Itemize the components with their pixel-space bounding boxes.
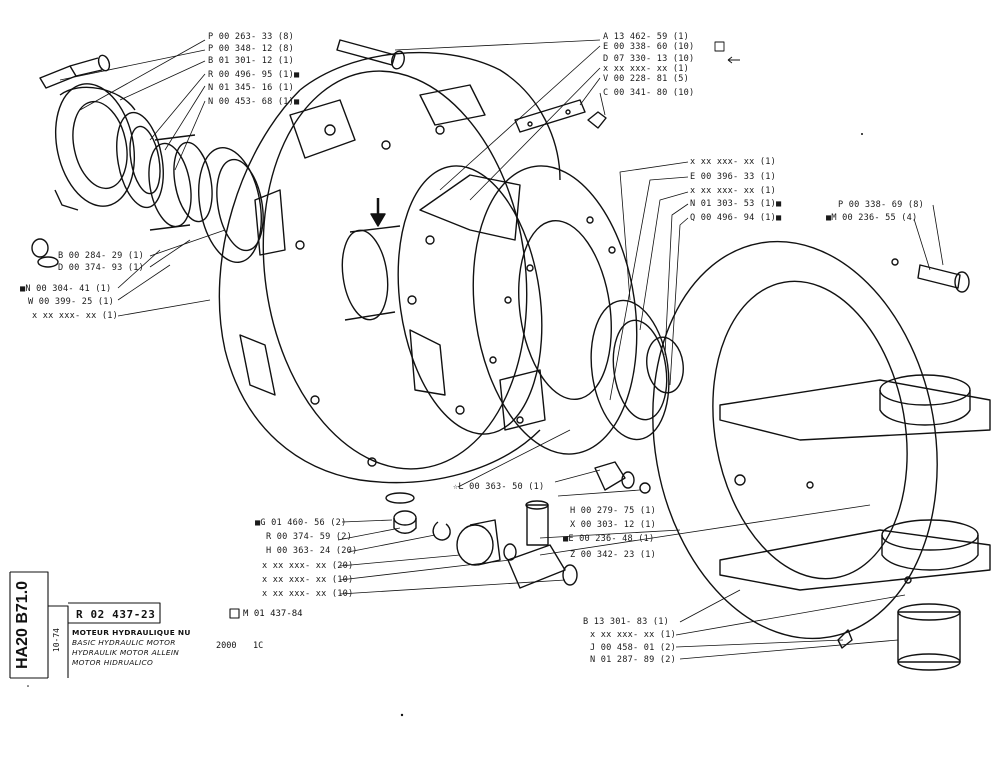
stator-housing bbox=[218, 51, 561, 484]
roller-bearing-left bbox=[198, 146, 264, 264]
title-block-frame bbox=[9, 571, 240, 679]
label-bottom-left-5: x xx xxx- xx (10) bbox=[262, 589, 354, 599]
rotor bbox=[397, 165, 546, 435]
bolt-far-right bbox=[917, 264, 970, 293]
label-top-center-0: A 13 462- 59 (1) bbox=[603, 32, 689, 42]
label-bottom-left-1: R 00 374- 59 (2) bbox=[266, 532, 352, 542]
cylinder-plug bbox=[456, 519, 501, 566]
washer-stack bbox=[385, 492, 417, 534]
label-bottom-right-1: x xx xxx- xx (1) bbox=[590, 630, 676, 640]
label-center-right-1: E 00 396- 33 (1) bbox=[690, 172, 776, 182]
flange-housing bbox=[652, 240, 991, 640]
piston-pin bbox=[525, 500, 549, 546]
seal-ring bbox=[116, 111, 164, 209]
title-fr: MOTEUR HYDRAULIQUE NU bbox=[72, 628, 191, 637]
label-left-mid-3: W 00 399- 25 (1) bbox=[28, 297, 114, 307]
label-left-mid-1: D 00 374- 93 (1) bbox=[58, 263, 144, 273]
bolt-top-left bbox=[39, 54, 111, 89]
label-bottom-right-3: N 01 287- 89 (2) bbox=[590, 655, 676, 665]
distributor-disc bbox=[472, 165, 638, 455]
roller-bearing-right bbox=[590, 299, 684, 441]
title-en: BASIC HYDRAULIC MOTOR bbox=[72, 638, 176, 647]
assembly-arrow bbox=[370, 198, 386, 227]
label-bottom-left-0: ■G 01 460- 56 (2) bbox=[255, 518, 347, 528]
model-variant: 1C bbox=[253, 641, 264, 651]
title-de: HYDRAULIK MOTOR ALLEIN bbox=[72, 648, 180, 657]
label-left-mid-4: x xx xxx- xx (1) bbox=[32, 311, 118, 321]
label-mid-right-low-2: ■E 00 236- 48 (1) bbox=[563, 534, 655, 544]
label-mid-right-low-3: Z 00 342- 23 (1) bbox=[570, 550, 656, 560]
label-mid-right-low-0: H 00 279- 75 (1) bbox=[570, 506, 656, 516]
label-top-left-1: P 00 348- 12 (8) bbox=[208, 44, 294, 54]
indicator-boxes bbox=[714, 41, 740, 64]
label-top-left-5: N 00 453- 68 (1)■ bbox=[208, 97, 300, 107]
label-top-left-0: P 00 263- 33 (8) bbox=[208, 32, 294, 42]
label-top-center-1: E 00 338- 60 (10) bbox=[603, 42, 695, 52]
label-far-right-0: P 00 338- 69 (8) bbox=[838, 200, 924, 210]
key-plate bbox=[514, 99, 607, 133]
label-top-left-4: N 01 345- 16 (1) bbox=[208, 83, 294, 93]
model-number: 2000 bbox=[216, 641, 237, 651]
label-far-right-1: ■M 00 236- 55 (4) bbox=[826, 213, 918, 223]
label-top-center-4: V 00 228- 81 (5) bbox=[603, 74, 689, 84]
label-center-right-2: x xx xxx- xx (1) bbox=[690, 186, 776, 196]
label-top-left-2: B 01 301- 12 (1) bbox=[208, 56, 294, 66]
sheet-reference: R 02 437-23 bbox=[76, 608, 156, 621]
leader-lines bbox=[59, 39, 944, 660]
label-center-right-0: x xx xxx- xx (1) bbox=[690, 157, 776, 167]
snap-ring bbox=[432, 521, 451, 541]
label-center-low-0: ☆L 00 363- 50 (1) bbox=[453, 482, 545, 492]
label-top-center-2: D 07 330- 13 (10) bbox=[603, 54, 695, 64]
label-center-right-4: Q 00 496- 94 (1)■ bbox=[690, 213, 782, 223]
label-mid-right-low-1: X 00 303- 12 (1) bbox=[570, 520, 656, 530]
sheet-reference-alt: M 01 437-84 bbox=[243, 609, 303, 619]
scan-dots bbox=[27, 133, 863, 717]
plug-screw bbox=[594, 461, 651, 494]
bushing-bottom-right bbox=[897, 603, 961, 671]
label-bottom-left-3: x xx xxx- xx (20) bbox=[262, 561, 354, 571]
label-top-center-3: x xx xxx- xx (1) bbox=[603, 64, 689, 74]
end-cover-plate bbox=[54, 83, 136, 211]
bolt-left-mid bbox=[31, 238, 59, 268]
label-top-center-5: C 00 341- 80 (10) bbox=[603, 88, 695, 98]
label-center-right-3: N 01 303- 53 (1)■ bbox=[690, 199, 782, 209]
splined-sleeve bbox=[148, 134, 213, 231]
label-top-left-3: R 00 496- 95 (1)■ bbox=[208, 70, 300, 80]
label-bottom-right-0: B 13 301- 83 (1) bbox=[583, 617, 669, 627]
label-left-mid-0: B 00 284- 29 (1) bbox=[58, 251, 144, 261]
title-es: MOTOR HIDRUALICO bbox=[72, 658, 154, 667]
sheet-date: 10-74 bbox=[52, 628, 61, 653]
motor-shaft bbox=[341, 225, 401, 321]
label-bottom-right-2: J 00 458- 01 (2) bbox=[590, 643, 676, 653]
label-left-mid-2: ■N 00 304- 41 (1) bbox=[20, 284, 112, 294]
sheet-code: HA20 B71.0 bbox=[14, 580, 31, 670]
bolt-top-center bbox=[336, 39, 405, 70]
label-bottom-left-2: H 00 363- 24 (20) bbox=[266, 546, 358, 556]
label-bottom-left-4: x xx xxx- xx (10) bbox=[262, 575, 354, 585]
